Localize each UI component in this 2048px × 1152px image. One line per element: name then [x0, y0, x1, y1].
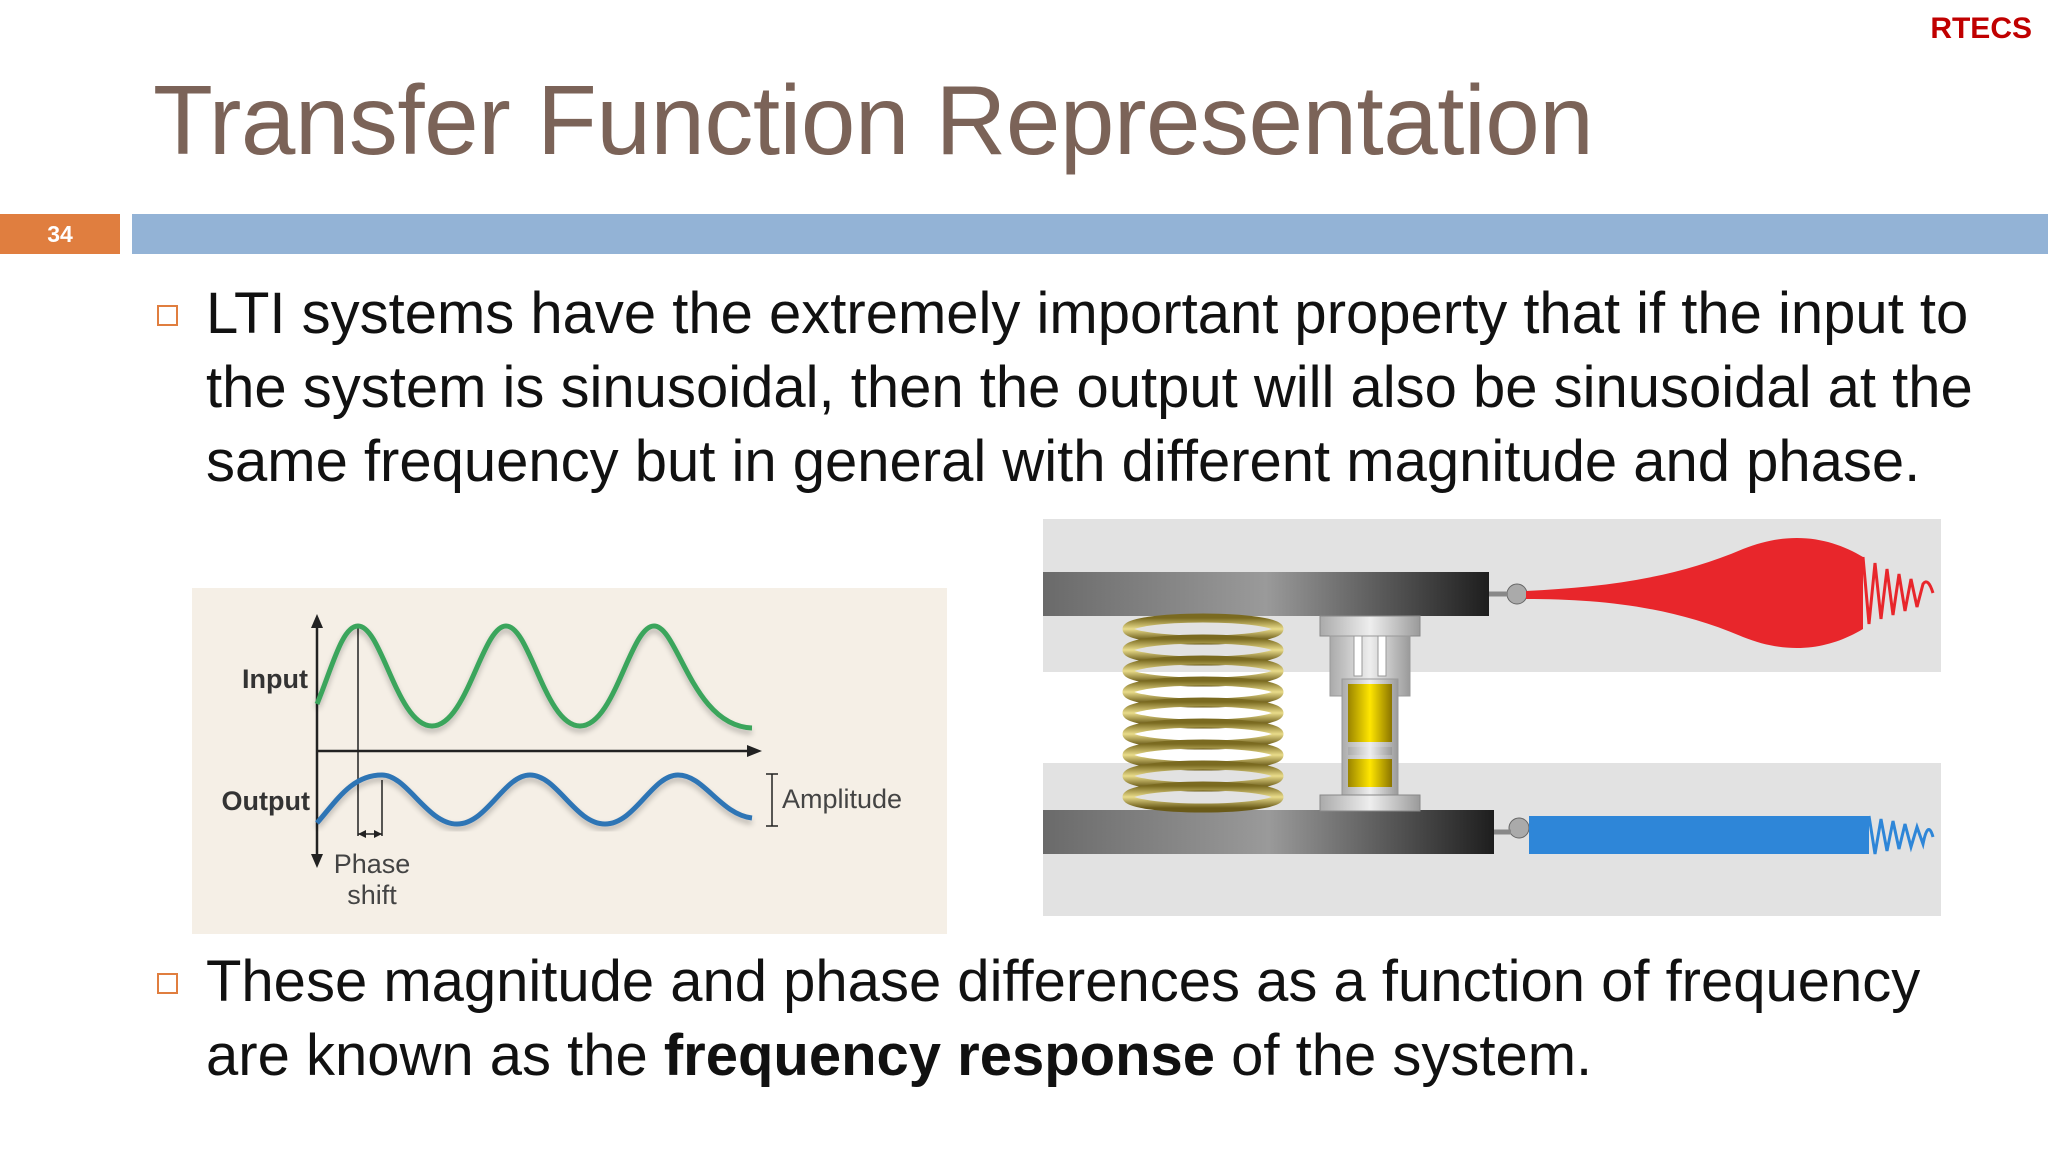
frequency-response-term: frequency response: [663, 1023, 1216, 1088]
bottom-vibration-signal: [1529, 815, 1935, 855]
input-label: Input: [242, 664, 308, 694]
shift-label: shift: [347, 880, 397, 910]
phase-label: Phase: [334, 849, 411, 879]
phase-arrow-left-icon: [358, 830, 366, 838]
output-wave: [315, 772, 753, 827]
bullet-square-icon: [157, 305, 178, 326]
amplitude-label: Amplitude: [782, 784, 902, 814]
brand-logo-text: RTECS: [1930, 12, 2032, 45]
bullet-square-icon: [157, 973, 178, 994]
sinusoid-figure: Input Output Amplitude Phase shift: [192, 588, 947, 934]
top-plate: [1043, 572, 1489, 616]
bullet-text: LTI systems have the extremely important…: [206, 281, 1973, 494]
bullet-text-start: These magnitude and phase differences as…: [206, 949, 1921, 1088]
spring-coil: [1122, 613, 1284, 813]
output-label: Output: [222, 786, 310, 816]
slide-number: 34: [0, 214, 120, 254]
bottom-plate: [1043, 810, 1494, 854]
axis-arrow-up-icon: [311, 614, 323, 628]
axis-arrow-right-icon: [747, 745, 762, 757]
top-connector-ball: [1506, 583, 1528, 605]
bullet-item: These magnitude and phase differences as…: [157, 945, 2017, 1093]
spring-damper-illustration: [1043, 519, 1941, 916]
bullet-text: These magnitude and phase differences as…: [206, 945, 2017, 1093]
title-underline-bar: [132, 214, 2048, 254]
damper-cylinder: [1319, 615, 1421, 812]
axis-arrow-down-icon: [311, 854, 323, 868]
phase-arrow-right-icon: [374, 830, 382, 838]
input-wave: [314, 623, 753, 731]
bottom-connector-ball: [1508, 817, 1530, 839]
slide-title: Transfer Function Representation: [153, 65, 1594, 175]
top-vibration-signal: [1526, 537, 1935, 649]
bullet-item: LTI systems have the extremely important…: [157, 277, 2017, 499]
bullet-text-end: of the system.: [1215, 1023, 1593, 1088]
